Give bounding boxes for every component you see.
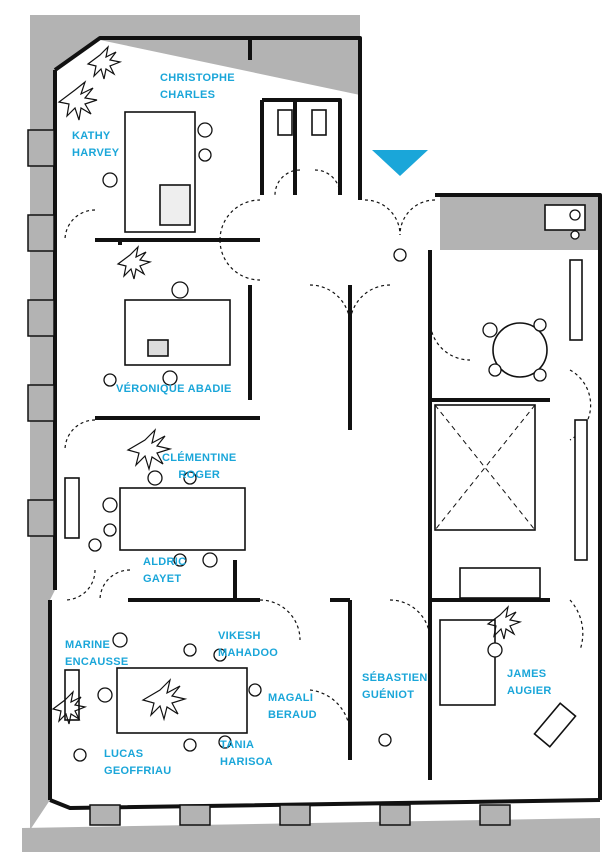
label-veronique-abadie: VÉRONIQUE ABADIE [116,383,232,395]
cabinet-east [459,567,541,599]
door-swings [64,169,592,736]
walls [48,36,602,810]
windows [27,129,511,826]
chairs [73,122,581,762]
entrance-marker-icon [372,150,428,176]
stair-well [434,404,536,531]
round-table [492,322,548,378]
desk-veronique [124,299,231,366]
desk-sebastien [439,619,496,706]
desk-clementine [119,487,246,551]
plants [51,45,523,725]
